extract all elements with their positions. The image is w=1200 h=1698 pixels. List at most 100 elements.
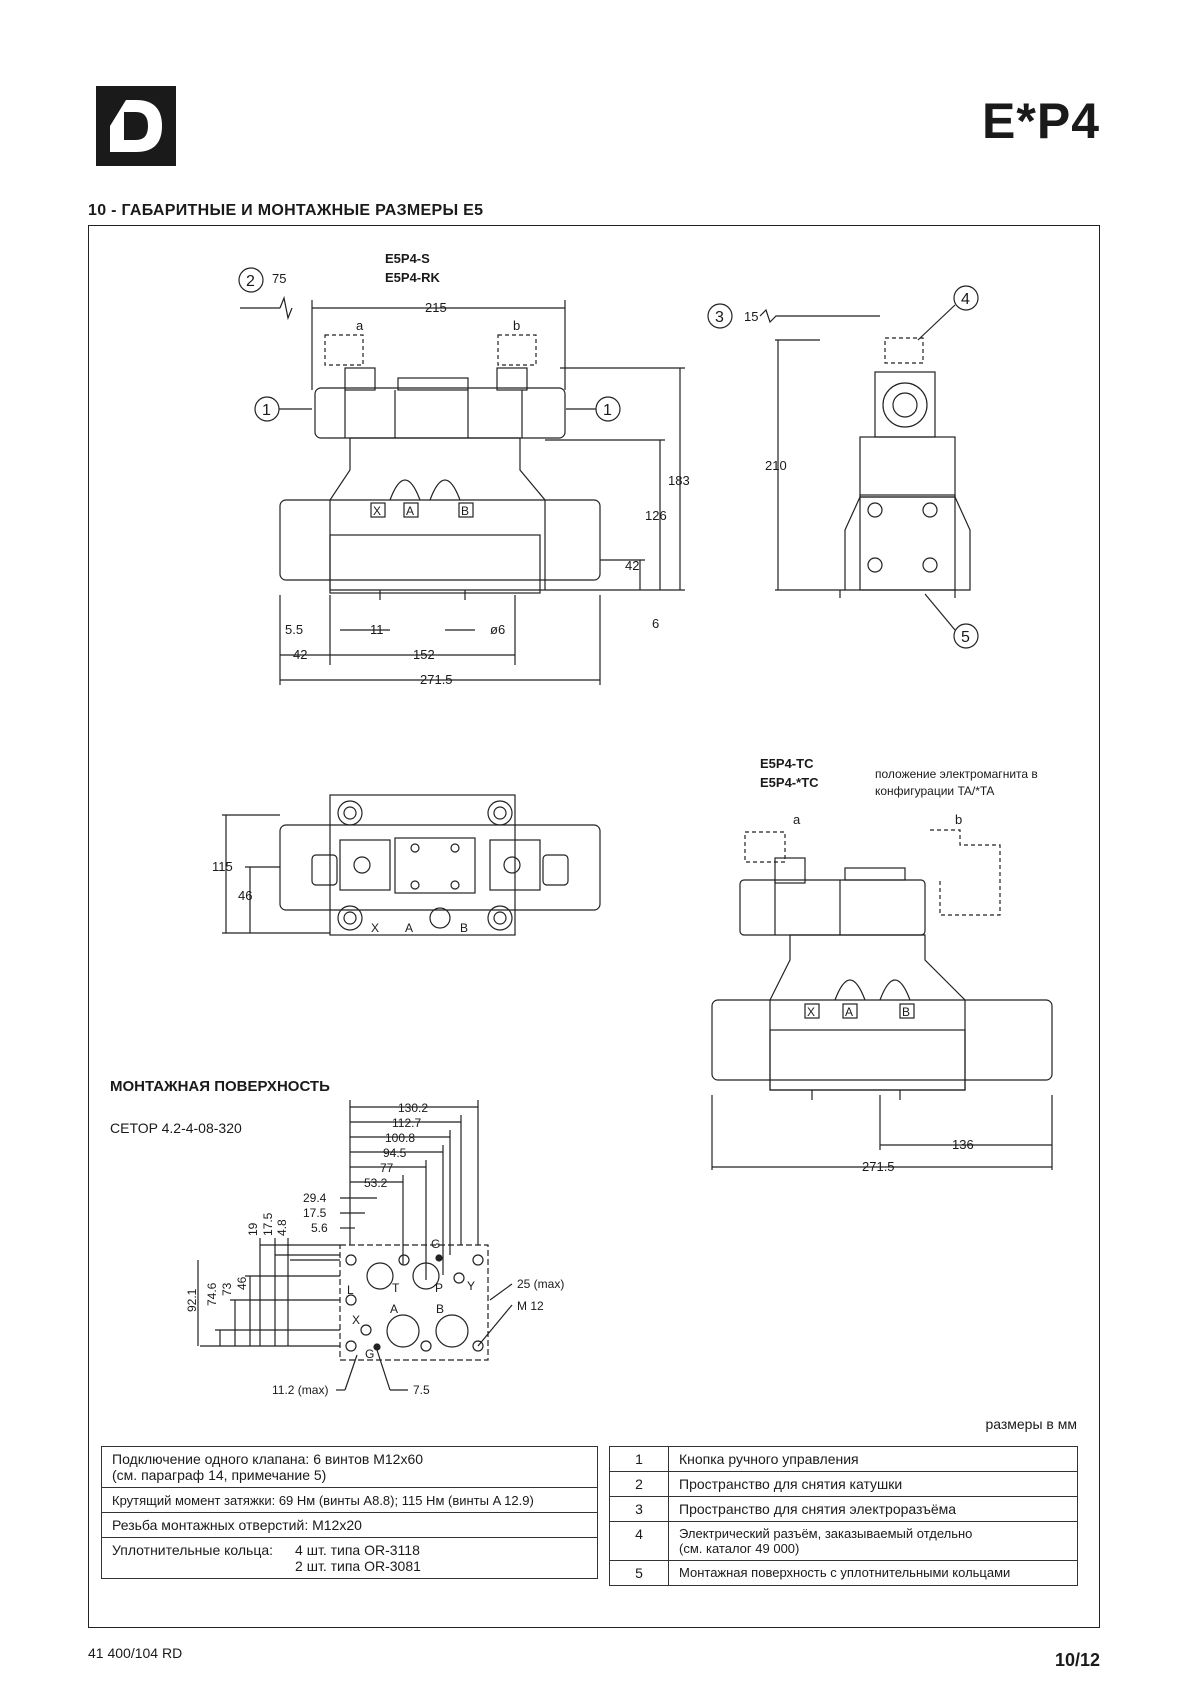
mounting-title: МОНТАЖНАЯ ПОВЕРХНОСТЬ bbox=[110, 1078, 330, 1095]
dim-42-vertical: 42 bbox=[625, 558, 639, 573]
port-g-top-label: G bbox=[431, 1237, 440, 1251]
port-a-label: A bbox=[406, 504, 414, 518]
callout-1-right: 1 bbox=[603, 402, 612, 419]
dim-271-5: 271.5 bbox=[420, 672, 453, 687]
table-row: 3 Пространство для снятия электроразъёма bbox=[609, 1496, 1078, 1522]
solenoid-b-label: b bbox=[513, 318, 520, 333]
spec-thread: Резьба монтажных отверстий: M12x20 bbox=[112, 1517, 362, 1533]
mount-dim-94-5: 94.5 bbox=[383, 1146, 407, 1160]
dim-11: 11 bbox=[370, 622, 384, 637]
tc-solenoid-a-label: a bbox=[793, 812, 801, 827]
port-y-label: Y bbox=[467, 1279, 475, 1293]
model-label-tc: E5P4-TC bbox=[760, 756, 814, 771]
table-row: Крутящий момент затяжки: 69 Нм (винты A8… bbox=[101, 1487, 598, 1513]
note-7-5: 7.5 bbox=[413, 1383, 430, 1397]
legend-num: 5 bbox=[609, 1560, 669, 1586]
mounting-standard: CETOP 4.2-4-08-320 bbox=[110, 1120, 242, 1136]
tc-port-b-label: B bbox=[902, 1005, 910, 1019]
company-logo bbox=[96, 86, 176, 166]
spec-seals-label: Уплотнительные кольца: bbox=[112, 1542, 274, 1558]
table-row: Резьба монтажных отверстий: M12x20 bbox=[101, 1512, 598, 1538]
tc-dim-136: 136 bbox=[952, 1137, 974, 1152]
dim-42-horizontal: 42 bbox=[293, 647, 307, 662]
mount-dim-53-2: 53.2 bbox=[364, 1176, 388, 1190]
port-l-label: L bbox=[347, 1283, 354, 1297]
port-b-mount-label: B bbox=[436, 1302, 444, 1316]
model-label-s: E5P4-S bbox=[385, 251, 430, 266]
tc-note-line1: положение электромагнита в bbox=[875, 767, 1038, 781]
legend-text: Кнопка ручного управления bbox=[668, 1446, 1078, 1472]
table-cell: Уплотнительные кольца: 4 шт. типа OR-311… bbox=[101, 1537, 598, 1579]
port-x-mount-label: X bbox=[352, 1313, 360, 1327]
callout-5: 5 bbox=[961, 629, 970, 646]
port-p-label: P bbox=[435, 1281, 443, 1295]
legend-text: Монтажная поверхность с уплотнительными … bbox=[668, 1560, 1078, 1586]
tc-view: E5P4-TC E5P4-*TC положение электромагнит… bbox=[711, 756, 1053, 1174]
mounting-surface: МОНТАЖНАЯ ПОВЕРХНОСТЬ CETOP 4.2-4-08-320… bbox=[110, 1078, 564, 1397]
document-number: 41 400/104 RD bbox=[88, 1645, 183, 1661]
legend-num: 4 bbox=[609, 1521, 669, 1561]
mount-dim-19: 19 bbox=[246, 1222, 260, 1236]
dim-6-vertical: 6 bbox=[652, 616, 659, 631]
mount-dim-130-2: 130.2 bbox=[398, 1101, 428, 1115]
dim-210: 210 bbox=[765, 458, 787, 473]
dim-152: 152 bbox=[413, 647, 435, 662]
table-row: 5 Монтажная поверхность с уплотнительным… bbox=[609, 1560, 1078, 1586]
model-label-star-tc: E5P4-*TC bbox=[760, 775, 819, 790]
legend-table: 1 Кнопка ручного управления 2 Пространст… bbox=[609, 1446, 1078, 1586]
legend-text: Электрический разъём, заказываемый отдел… bbox=[679, 1526, 973, 1541]
port-b-label: B bbox=[461, 504, 469, 518]
front-view: E5P4-S E5P4-RK 215 75 a b X A B bbox=[238, 251, 690, 687]
plan-port-b-label: B bbox=[460, 921, 468, 935]
note-m12: M 12 bbox=[517, 1299, 544, 1313]
mount-dim-100-8: 100.8 bbox=[385, 1131, 415, 1145]
callout-1-left: 1 bbox=[262, 402, 271, 419]
legend-num: 2 bbox=[609, 1471, 669, 1497]
spec-seals-value-2: 2 шт. типа OR-3081 bbox=[295, 1558, 421, 1574]
plan-port-a-label: A bbox=[405, 921, 413, 935]
tc-port-a-label: A bbox=[845, 1005, 853, 1019]
spec-bolts: Подключение одного клапана: 6 винтов M12… bbox=[112, 1451, 424, 1467]
dim-183: 183 bbox=[668, 473, 690, 488]
mounting-specs-table: Подключение одного клапана: 6 винтов M12… bbox=[101, 1446, 598, 1579]
callout-3: 3 bbox=[715, 309, 724, 326]
table-row: Уплотнительные кольца: 4 шт. типа OR-311… bbox=[101, 1537, 598, 1579]
table-row: Подключение одного клапана: 6 винтов M12… bbox=[101, 1446, 598, 1488]
mount-dim-73: 73 bbox=[220, 1282, 234, 1296]
product-code: E*P4 bbox=[982, 93, 1100, 149]
dim-phi6: ø6 bbox=[490, 622, 505, 637]
legend-text: Пространство для снятия электроразъёма bbox=[668, 1496, 1078, 1522]
table-row: 2 Пространство для снятия катушки bbox=[609, 1471, 1078, 1497]
port-x-label: X bbox=[373, 504, 381, 518]
legend-num: 3 bbox=[609, 1496, 669, 1522]
dim-46: 46 bbox=[238, 888, 252, 903]
port-t-label: T bbox=[392, 1281, 400, 1295]
legend-text: Пространство для снятия катушки bbox=[668, 1471, 1078, 1497]
legend-text-note: (см. каталог 49 000) bbox=[679, 1541, 800, 1556]
mount-dim-4-8: 4.8 bbox=[275, 1219, 289, 1236]
solenoid-a-label: a bbox=[356, 318, 364, 333]
dim-75: 75 bbox=[272, 271, 286, 286]
spec-torque: Крутящий момент затяжки: 69 Нм (винты A8… bbox=[112, 1493, 534, 1508]
mount-dim-77: 77 bbox=[380, 1161, 394, 1175]
note-25-max: 25 (max) bbox=[517, 1277, 564, 1291]
tc-dim-271-5: 271.5 bbox=[862, 1159, 895, 1174]
mount-dim-46: 46 bbox=[235, 1276, 249, 1290]
mount-dim-112-7: 112.7 bbox=[392, 1116, 421, 1130]
tc-solenoid-b-label: b bbox=[955, 812, 962, 827]
mount-dim-5-6: 5.6 bbox=[311, 1221, 328, 1235]
dim-126: 126 bbox=[645, 508, 667, 523]
section-title: 10 - ГАБАРИТНЫЕ И МОНТАЖНЫЕ РАЗМЕРЫ E5 bbox=[88, 202, 484, 219]
page-number: 10/12 bbox=[1054, 1650, 1100, 1670]
port-a-mount-label: A bbox=[390, 1302, 398, 1316]
mount-dim-92-1: 92.1 bbox=[185, 1288, 199, 1312]
table-cell: Резьба монтажных отверстий: M12x20 bbox=[101, 1512, 598, 1538]
port-g-bottom-label: G bbox=[365, 1347, 374, 1361]
mount-dim-17-5-vert: 17.5 bbox=[261, 1212, 275, 1236]
mount-dim-74-6: 74.6 bbox=[205, 1282, 219, 1306]
tc-port-x-label: X bbox=[807, 1005, 815, 1019]
dim-15: 15 bbox=[744, 309, 758, 324]
note-11-2-max: 11.2 (max) bbox=[272, 1383, 328, 1397]
table-cell: Крутящий момент затяжки: 69 Нм (винты A8… bbox=[101, 1487, 598, 1513]
